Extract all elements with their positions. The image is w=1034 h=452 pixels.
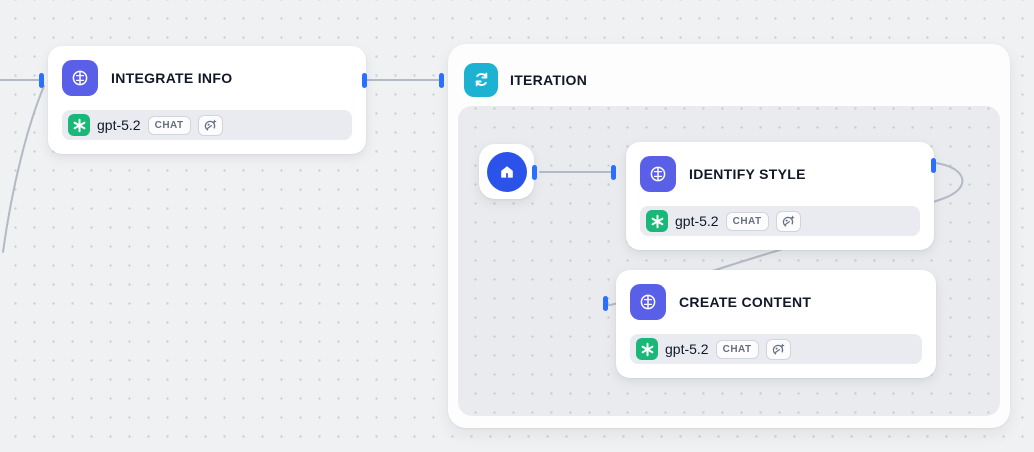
connection-handle-identify-left[interactable] [611, 165, 616, 180]
edge-branch-down [2, 85, 45, 253]
llm-icon [640, 156, 676, 192]
node-title: CREATE CONTENT [679, 294, 812, 310]
node-identify-style[interactable]: IDENTIFY STYLE gpt-5.2 CHAT [626, 142, 934, 250]
connection-handle-integrate-left[interactable] [39, 73, 44, 88]
home-icon [486, 151, 527, 192]
vision-icon[interactable] [775, 210, 801, 232]
connection-handle-iteration-left[interactable] [439, 73, 444, 88]
connection-handle-integrate-right[interactable] [362, 73, 367, 88]
node-title: ITERATION [510, 71, 588, 88]
llm-icon [62, 60, 98, 96]
model-name: gpt-5.2 [665, 341, 709, 357]
model-selector[interactable]: gpt-5.2 CHAT [630, 334, 922, 364]
node-integrate-info[interactable]: INTEGRATE INFO gpt-5.2 CHAT [48, 46, 366, 154]
openai-icon [68, 114, 90, 136]
chat-mode-badge: CHAT [715, 339, 759, 359]
iteration-header: ITERATION [448, 44, 1010, 100]
model-name: gpt-5.2 [97, 117, 141, 133]
node-create-content[interactable]: CREATE CONTENT gpt-5.2 CHAT [616, 270, 936, 378]
node-title: IDENTIFY STYLE [689, 166, 806, 182]
connection-handle-create-left[interactable] [603, 296, 608, 311]
vision-icon[interactable] [197, 114, 223, 136]
openai-icon [646, 210, 668, 232]
iteration-icon [464, 62, 498, 97]
connection-handle-identify-right[interactable] [931, 158, 936, 173]
openai-icon [636, 338, 658, 360]
chat-mode-badge: CHAT [147, 115, 191, 135]
chat-mode-badge: CHAT [725, 211, 769, 231]
node-title: INTEGRATE INFO [111, 70, 233, 86]
llm-icon [630, 284, 666, 320]
model-name: gpt-5.2 [675, 213, 719, 229]
node-iteration-start[interactable] [479, 144, 534, 199]
vision-icon[interactable] [765, 338, 791, 360]
connection-handle-start-right[interactable] [532, 165, 537, 180]
model-selector[interactable]: gpt-5.2 CHAT [640, 206, 920, 236]
model-selector[interactable]: gpt-5.2 CHAT [62, 110, 352, 140]
